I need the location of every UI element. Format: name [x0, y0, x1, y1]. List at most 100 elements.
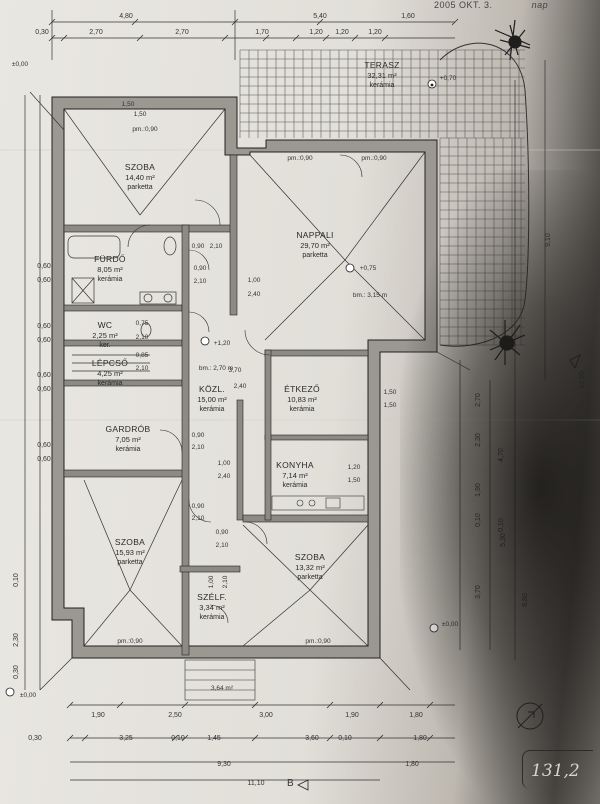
dimension-label: 1,90 — [475, 483, 482, 497]
room-name: SZÉLF. — [197, 592, 227, 602]
dimension-label: 9,10 — [545, 233, 552, 247]
dimension-label: 2,30 — [13, 633, 20, 647]
north-arrow-icon — [516, 702, 544, 730]
room-material: parketta — [127, 184, 152, 191]
room-material: kerámia — [98, 380, 123, 387]
room-area: 2,25 m² — [92, 331, 118, 340]
opening-label: 1,20 — [348, 464, 361, 471]
date-stamp: 2005 OKT. 3. nap — [434, 0, 548, 10]
room-name: KONYHA — [276, 460, 314, 470]
dimension-label: 5,30 — [500, 533, 507, 547]
opening-label: 2,10 — [192, 515, 205, 522]
room-area: 10,83 m² — [287, 395, 317, 404]
opening-label: 1,50 — [384, 389, 397, 396]
dimension-label: 1,45 — [207, 735, 221, 742]
dimension-tick — [322, 34, 330, 42]
room-name: SZOBA — [125, 162, 155, 172]
entry-area-label: 3,64 m² — [211, 685, 234, 692]
dimension-label: 2,70 — [175, 29, 189, 36]
dimension-label: 1,80 — [405, 761, 419, 768]
room-name: ÉTKEZŐ — [284, 384, 320, 394]
opening-label: 0,90 — [194, 265, 207, 272]
level-label: +0,75 — [360, 265, 377, 272]
room-name: SZOBA — [115, 537, 145, 547]
room-material: kerámia — [200, 614, 225, 621]
dimension-label: 4,70 — [498, 448, 505, 462]
floor-level-label: pm.:0,90 — [305, 638, 331, 645]
opening-label: 1,50 — [348, 477, 361, 484]
dimension-tick — [231, 18, 239, 26]
dimension-tick — [48, 18, 56, 26]
opening-label: 0,90 — [192, 503, 205, 510]
room-area: 29,70 m² — [300, 241, 330, 250]
dimension-label: 0,30 — [13, 665, 20, 679]
opening-label: 1,50 — [384, 402, 397, 409]
floor-level-label: pm.:0,90 — [287, 155, 313, 162]
dimension-tick — [60, 34, 68, 42]
room-name: LÉPCSŐ — [92, 358, 128, 368]
dimension-tick — [326, 734, 334, 742]
opening-label: 0,75 — [136, 320, 149, 327]
opening-label: 1,00 — [208, 575, 215, 588]
dimension-label: 0,60 — [37, 263, 51, 270]
dimension-tick — [251, 701, 259, 709]
opening-label: 2,40 — [248, 291, 261, 298]
stamp-tail: nap — [531, 0, 549, 10]
dimension-label: 0,60 — [37, 442, 51, 449]
room-name: SZOBA — [295, 552, 325, 562]
dimension-label: 0,10 — [338, 735, 352, 742]
dimension-label: 0,60 — [37, 386, 51, 393]
floor-level-label: pm.:0,90 — [361, 155, 387, 162]
dimension-label: 0,30 — [35, 29, 49, 36]
opening-label: 2,10 — [136, 334, 149, 341]
opening-label: 2,40 — [234, 383, 247, 390]
room-area: 7,05 m² — [115, 435, 141, 444]
section-marker-icon — [569, 354, 581, 369]
dimension-label: 2,70 — [475, 393, 482, 407]
section-marker-label: B — [287, 778, 294, 789]
opening-label: 2,10 — [136, 365, 149, 372]
dimension-label: 13,90 — [579, 371, 586, 389]
room-material: ker. — [99, 342, 110, 349]
room-area: 15,00 m² — [197, 395, 227, 404]
room-area: 15,93 m² — [115, 548, 145, 557]
room-area: 7,14 m² — [282, 471, 308, 480]
room-name: GARDRÓB — [105, 424, 150, 434]
dimension-tick — [376, 734, 384, 742]
dimension-label: 3,70 — [475, 585, 482, 599]
dimension-tick — [181, 734, 189, 742]
room-area: 4,25 m² — [97, 369, 123, 378]
room-material: kerámia — [98, 276, 123, 283]
dimension-label: 1,90 — [91, 712, 105, 719]
room-name: FÜRDŐ — [94, 254, 126, 264]
kitchen-counter — [271, 495, 365, 511]
dimension-label: 3,25 — [119, 735, 133, 742]
dimension-label: 0,30 — [28, 735, 42, 742]
room-area: 8,05 m² — [97, 265, 123, 274]
room-material: kerámia — [290, 406, 315, 413]
dimension-label: 2,70 — [89, 29, 103, 36]
dimension-tick — [262, 34, 270, 42]
section-marker-icon — [297, 779, 309, 791]
dimension-tick — [451, 18, 459, 26]
roof-lines — [29, 91, 471, 691]
dimension-tick — [81, 734, 89, 742]
dimension-label: 11,10 — [248, 780, 265, 787]
dimension-label: 1,20 — [309, 29, 323, 36]
dimension-label: 3,60 — [305, 735, 319, 742]
opening-label: 0,90 — [192, 243, 205, 250]
dimension-label: 8,80 — [522, 593, 529, 607]
dimension-label: 0,60 — [37, 456, 51, 463]
room-material: kerámia — [200, 406, 225, 413]
room-material: kerámia — [370, 82, 395, 89]
room-name: TERASZ — [364, 60, 399, 70]
opening-label: 0,90 — [216, 529, 229, 536]
dimension-label: 1,80 — [413, 735, 427, 742]
level-label: ±0,00 — [442, 621, 459, 628]
dimension-label: 4,80 — [119, 13, 133, 20]
opening-label: 2,10 — [194, 278, 207, 285]
level-label: ±0,00 — [20, 692, 37, 699]
dimension-tick — [316, 18, 324, 26]
floor-level-label: pm.:0,90 — [117, 638, 143, 645]
